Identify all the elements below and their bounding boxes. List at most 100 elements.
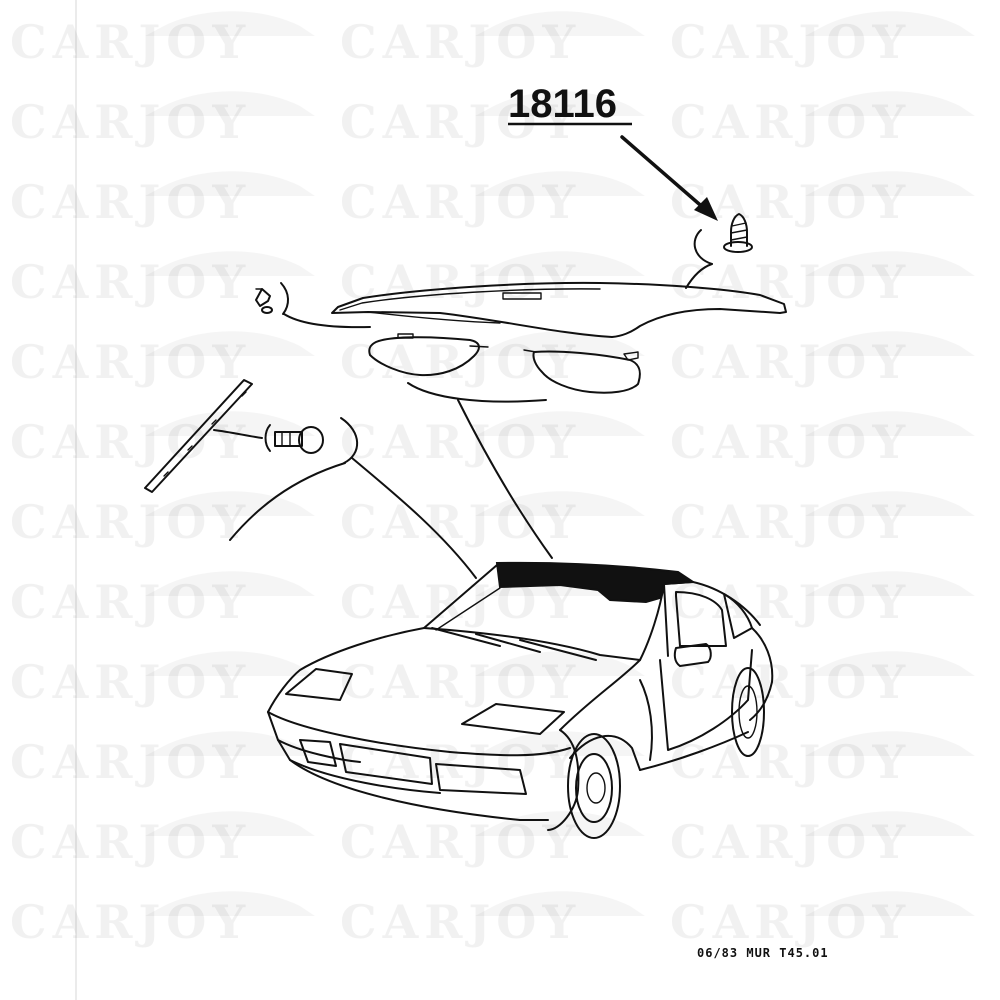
watermark-logo: CARJOY bbox=[10, 411, 315, 469]
watermark-text: CARJOY bbox=[10, 15, 251, 69]
watermark-logo: CARJOY bbox=[670, 891, 975, 949]
leader-line-pillar-to-car bbox=[351, 457, 477, 579]
car-silhouette-icon bbox=[145, 891, 315, 916]
car-silhouette-icon bbox=[475, 11, 645, 36]
car-silhouette-icon bbox=[475, 331, 645, 356]
watermark-logo: CARJOY bbox=[340, 91, 645, 149]
watermark-text: CARJOY bbox=[10, 335, 251, 389]
watermark-text: CARJOY bbox=[340, 175, 581, 229]
leader-line-rivet-to-car bbox=[229, 462, 346, 541]
watermark-text: CARJOY bbox=[670, 495, 911, 549]
watermark-logo: CARJOY bbox=[670, 91, 975, 149]
car-silhouette-icon bbox=[805, 11, 975, 36]
push-clip-fastener-icon bbox=[693, 213, 753, 265]
push-rivet-fastener-icon bbox=[264, 417, 359, 464]
watermark-logo: CARJOY bbox=[340, 171, 645, 229]
leader-line-trim bbox=[213, 429, 263, 439]
car-silhouette-icon bbox=[145, 411, 315, 436]
watermark-logo: CARJOY bbox=[670, 491, 975, 549]
car-silhouette-icon bbox=[805, 731, 975, 756]
headliner-panel bbox=[331, 281, 787, 338]
watermark-text: CARJOY bbox=[670, 735, 911, 789]
visor-group-bracket bbox=[407, 382, 547, 403]
watermark-text: CARJOY bbox=[670, 575, 911, 629]
watermark-text: CARJOY bbox=[10, 415, 251, 469]
car-silhouette-icon bbox=[805, 91, 975, 116]
watermark-logo: CARJOY bbox=[340, 491, 645, 549]
watermark-text: CARJOY bbox=[340, 495, 581, 549]
drawing-reference-code: 06/83 MUR T45.01 bbox=[697, 946, 829, 960]
car-silhouette-icon bbox=[145, 571, 315, 596]
callout-arrow bbox=[620, 135, 718, 221]
watermark-logo: CARJOY bbox=[670, 411, 975, 469]
leader-line-headliner-to-car bbox=[457, 399, 553, 559]
watermark-text: CARJOY bbox=[10, 655, 251, 709]
watermark-text: CARJOY bbox=[10, 575, 251, 629]
watermark-logo: CARJOY bbox=[10, 891, 315, 949]
watermark-logo: CARJOY bbox=[670, 171, 975, 229]
watermark-text: CARJOY bbox=[10, 495, 251, 549]
watermark-text: CARJOY bbox=[670, 15, 911, 69]
watermark-logo: CARJOY bbox=[10, 171, 315, 229]
car-illustration bbox=[267, 561, 774, 839]
car-silhouette-icon bbox=[145, 731, 315, 756]
car-silhouette-icon bbox=[145, 491, 315, 516]
car-silhouette-icon bbox=[145, 171, 315, 196]
car-silhouette-icon bbox=[475, 251, 645, 276]
watermark-text: CARJOY bbox=[670, 655, 911, 709]
car-silhouette-icon bbox=[805, 571, 975, 596]
watermark-logo: CARJOY bbox=[10, 251, 315, 309]
car-silhouette-icon bbox=[145, 251, 315, 276]
car-silhouette-icon bbox=[145, 11, 315, 36]
watermark-logo: CARJOY bbox=[10, 331, 315, 389]
car-silhouette-icon bbox=[805, 651, 975, 676]
watermark-logo: CARJOY bbox=[10, 651, 315, 709]
watermark-logo: CARJOY bbox=[670, 651, 975, 709]
watermark-logo: CARJOY bbox=[10, 731, 315, 789]
watermark-text: CARJOY bbox=[10, 95, 251, 149]
leader-line-clip bbox=[685, 263, 713, 289]
watermark-layer: CARJOY CARJOY CARJOY CARJOY CARJOY CARJOY CARJ… bbox=[10, 11, 975, 949]
watermark-text: CARJOY bbox=[340, 655, 581, 709]
sun-visor-right bbox=[523, 349, 641, 394]
car-silhouette-icon bbox=[475, 891, 645, 916]
leader-line-screw bbox=[283, 313, 371, 329]
watermark-logo: CARJOY bbox=[10, 811, 315, 869]
watermark-text: CARJOY bbox=[670, 415, 911, 469]
watermark-logo: CARJOY bbox=[670, 811, 975, 869]
car-silhouette-icon bbox=[145, 91, 315, 116]
watermark-text: CARJOY bbox=[340, 95, 581, 149]
watermark-logo: CARJOY bbox=[340, 811, 645, 869]
watermark-logo: CARJOY bbox=[340, 651, 645, 709]
car-silhouette-icon bbox=[475, 171, 645, 196]
pillar-trim-strip bbox=[144, 379, 253, 493]
watermark-logo: CARJOY bbox=[670, 11, 975, 69]
watermark-logo: CARJOY bbox=[340, 11, 645, 69]
watermark-text: CARJOY bbox=[340, 15, 581, 69]
watermark-text: CARJOY bbox=[10, 895, 251, 949]
car-silhouette-icon bbox=[805, 411, 975, 436]
watermark-logo: CARJOY bbox=[670, 731, 975, 789]
watermark-logo: CARJOY bbox=[340, 411, 645, 469]
watermark-text: CARJOY bbox=[340, 895, 581, 949]
watermark-logo: CARJOY bbox=[10, 491, 315, 549]
car-silhouette-icon bbox=[145, 331, 315, 356]
watermark-text: CARJOY bbox=[670, 815, 911, 869]
part-number-label: 18116 bbox=[508, 82, 617, 126]
car-silhouette-icon bbox=[805, 891, 975, 916]
watermark-text: CARJOY bbox=[670, 335, 911, 389]
watermark-logo: CARJOY bbox=[10, 11, 315, 69]
watermark-text: CARJOY bbox=[10, 175, 251, 229]
car-silhouette-icon bbox=[145, 651, 315, 676]
watermark-text: CARJOY bbox=[340, 815, 581, 869]
watermark-logo: CARJOY bbox=[10, 571, 315, 629]
watermark-text: CARJOY bbox=[10, 255, 251, 309]
watermark-text: CARJOY bbox=[670, 95, 911, 149]
watermark-text: CARJOY bbox=[340, 735, 581, 789]
car-silhouette-icon bbox=[145, 811, 315, 836]
watermark-text: CARJOY bbox=[340, 335, 581, 389]
car-silhouette-icon bbox=[805, 331, 975, 356]
watermark-text: CARJOY bbox=[10, 815, 251, 869]
watermark-logo: CARJOY bbox=[670, 571, 975, 629]
